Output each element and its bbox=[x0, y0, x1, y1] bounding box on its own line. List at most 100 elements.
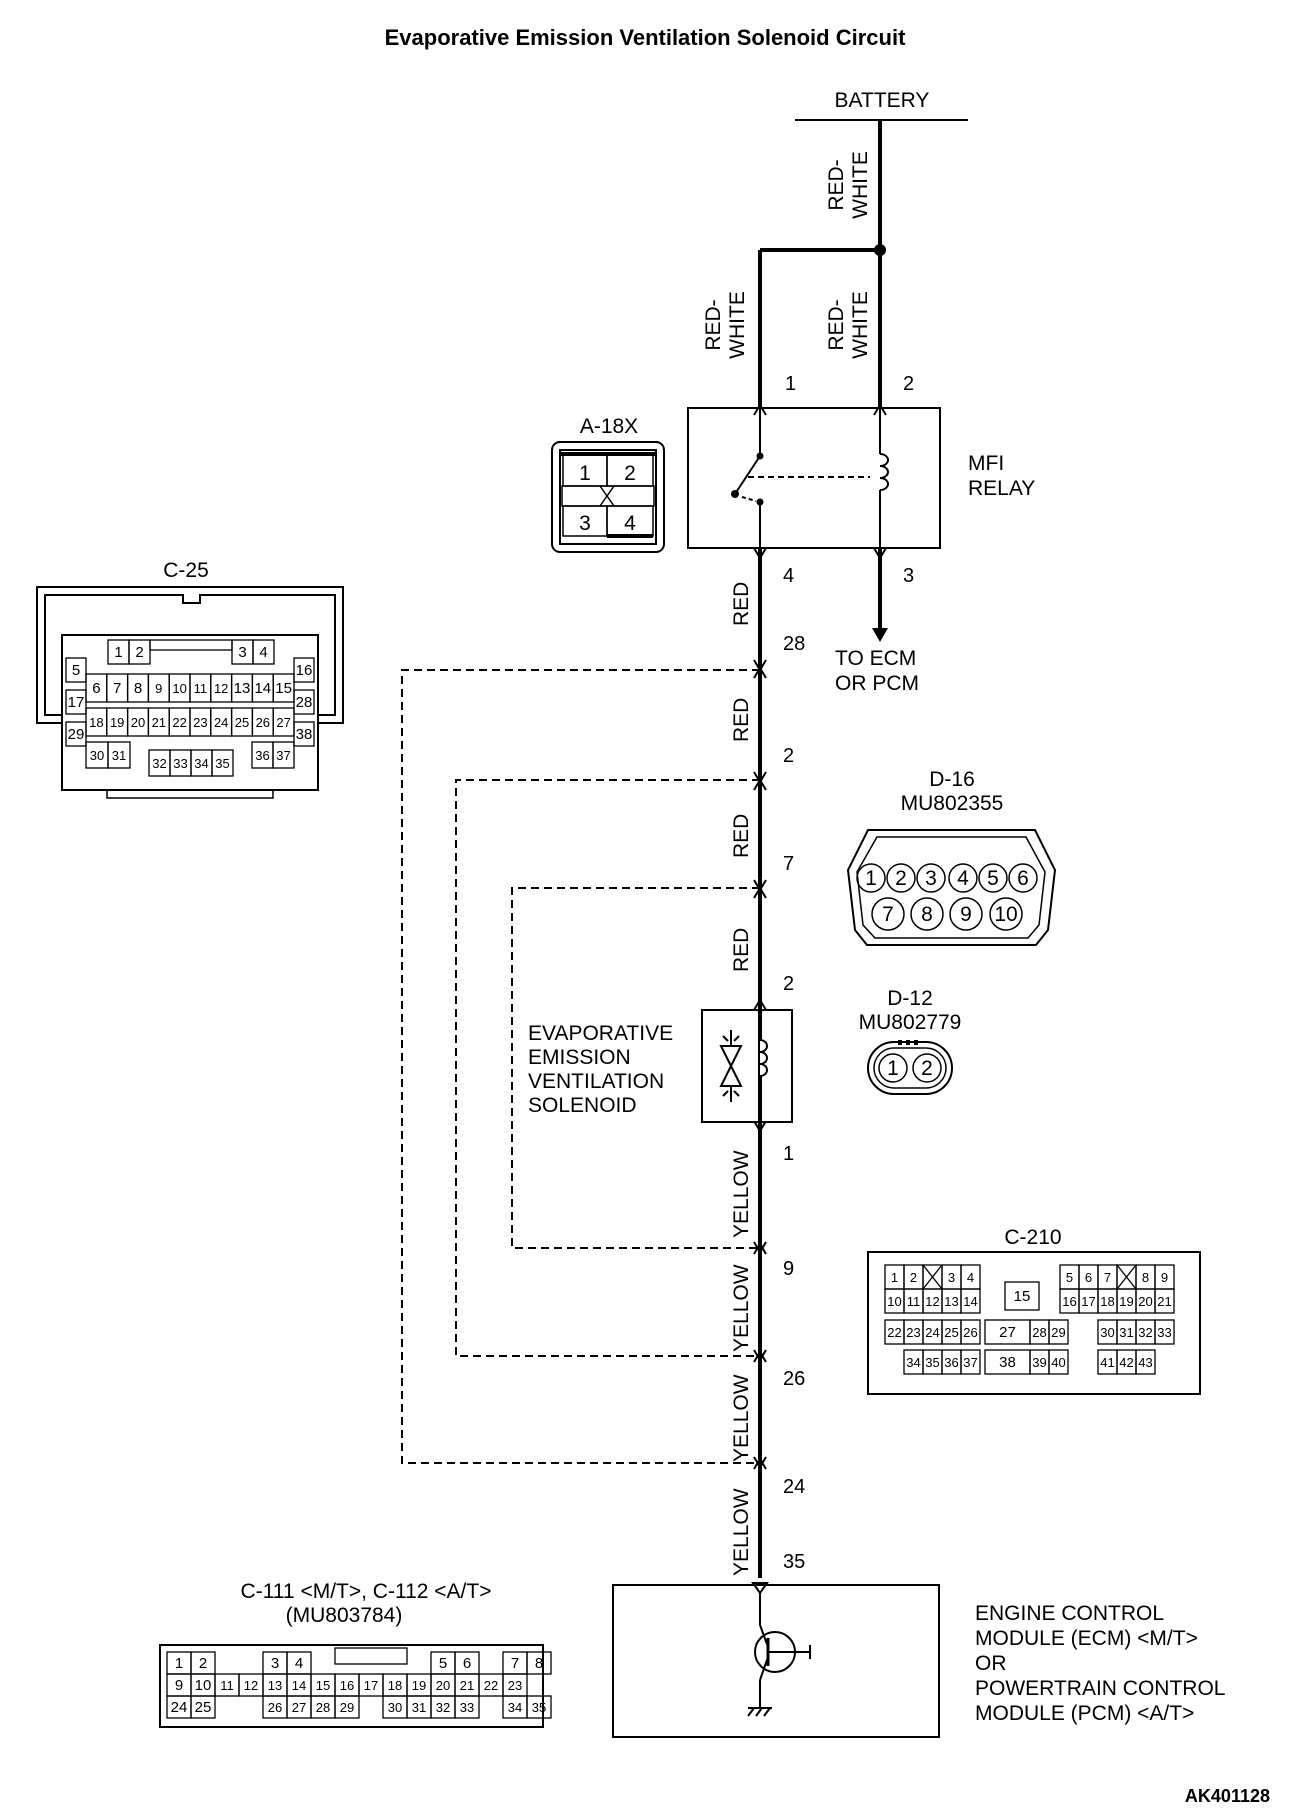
c25-pin-28: 28 bbox=[296, 694, 313, 711]
c210-pin-40-box bbox=[1048, 1349, 1069, 1375]
wire-label-red-white-1: RED- WHITE bbox=[825, 151, 872, 219]
c210-pin-3: 3 bbox=[948, 1270, 955, 1285]
c210-pin-5: 5 bbox=[1066, 1270, 1073, 1285]
c25-pin-7: 7 bbox=[113, 680, 121, 697]
c210-pin-16: 16 bbox=[1062, 1294, 1076, 1309]
c25-pin-37: 37 bbox=[276, 748, 290, 763]
c25-pin-22: 22 bbox=[172, 715, 186, 730]
c210-pin-33-box bbox=[1154, 1319, 1175, 1345]
solenoid-label-1: EVAPORATIVE bbox=[528, 1022, 673, 1045]
c210-pin-21-box bbox=[1154, 1288, 1175, 1314]
a18x-pin-3: 3 bbox=[579, 512, 591, 535]
c25-pin-38: 38 bbox=[296, 726, 313, 743]
c111-pin-12: 12 bbox=[244, 1678, 258, 1693]
d16-pin-8: 8 bbox=[921, 903, 933, 926]
c210-pin-42: 42 bbox=[1119, 1355, 1133, 1370]
d16-pin-5: 5 bbox=[987, 867, 999, 890]
c111-pin-34: 34 bbox=[508, 1700, 522, 1715]
c111-pin-9: 9 bbox=[175, 1677, 183, 1694]
wire-label-red-white-2: RED- WHITE bbox=[702, 291, 749, 359]
c25-pin-1: 1 bbox=[114, 644, 122, 661]
c111-pin-21: 21 bbox=[460, 1678, 474, 1693]
c111-pin-13: 13 bbox=[268, 1678, 282, 1693]
d12-part: MU802779 bbox=[859, 1011, 962, 1034]
c210-pin-39: 39 bbox=[1032, 1355, 1046, 1370]
c25-pin-19: 19 bbox=[110, 715, 124, 730]
c25-pin-10: 10 bbox=[172, 681, 186, 696]
trunk-pin-26: 26 bbox=[783, 1368, 805, 1390]
c210-pin-43: 43 bbox=[1138, 1355, 1152, 1370]
c210-pin-21: 21 bbox=[1157, 1294, 1171, 1309]
trunk-pin-7: 7 bbox=[783, 853, 794, 875]
trunk-pin-24: 24 bbox=[783, 1476, 805, 1498]
d12-label: D-12 bbox=[887, 987, 933, 1010]
d16-pin-9: 9 bbox=[960, 903, 972, 926]
c25-pin-12: 12 bbox=[214, 681, 228, 696]
module-label-3: OR bbox=[975, 1652, 1007, 1675]
c25-pin-18: 18 bbox=[89, 715, 103, 730]
wire-label-red-3: RED bbox=[730, 814, 753, 858]
module-label-1: ENGINE CONTROL bbox=[975, 1602, 1164, 1625]
splice-dot bbox=[874, 244, 886, 256]
svg-text:WHITE: WHITE bbox=[849, 291, 872, 359]
trunk-pin-2a: 2 bbox=[783, 745, 794, 767]
c25-pin-6: 6 bbox=[92, 680, 100, 697]
c25-pin-36: 36 bbox=[255, 748, 269, 763]
c210-pin-14: 14 bbox=[963, 1294, 977, 1309]
c210-pin-15-box bbox=[1004, 1281, 1040, 1311]
c25-pin-5-box bbox=[65, 657, 87, 683]
d16-pin-1: 1 bbox=[865, 867, 877, 890]
c210-pin-30: 30 bbox=[1100, 1325, 1114, 1340]
c210-pin-43-box bbox=[1135, 1349, 1156, 1375]
c25-pin-37-box bbox=[272, 741, 295, 769]
d16-pin-9-circle bbox=[949, 897, 983, 931]
d16-pin-7: 7 bbox=[882, 903, 894, 926]
c111-pin-2: 2 bbox=[199, 1655, 207, 1672]
c25-label: C-25 bbox=[163, 559, 209, 582]
c111-pin-31: 31 bbox=[412, 1700, 426, 1715]
c111-pin-35: 35 bbox=[532, 1700, 546, 1715]
c210-pin-29: 29 bbox=[1051, 1325, 1065, 1340]
c111-pin-27: 27 bbox=[292, 1700, 306, 1715]
a18x-pin-4: 4 bbox=[624, 512, 636, 535]
c25-pin-33: 33 bbox=[173, 756, 187, 771]
trunk-pin-1: 1 bbox=[783, 1143, 794, 1165]
c210-pin-9: 9 bbox=[1161, 1270, 1168, 1285]
c25-pin-24: 24 bbox=[214, 715, 228, 730]
c111-pin-3: 3 bbox=[271, 1655, 279, 1672]
relay-pin-1: 1 bbox=[785, 373, 796, 395]
diagram-title: Evaporative Emission Ventilation Solenoi… bbox=[385, 25, 906, 50]
c210-pin-26: 26 bbox=[963, 1325, 977, 1340]
c111-pin-8-box bbox=[526, 1651, 552, 1675]
wire-label-yellow-1: YELLOW bbox=[730, 1150, 753, 1238]
c210-pin-17: 17 bbox=[1081, 1294, 1095, 1309]
c210-pin-25: 25 bbox=[944, 1325, 958, 1340]
relay-name-1: MFI bbox=[968, 452, 1004, 475]
c25-pin-29: 29 bbox=[68, 726, 85, 743]
c25-pin-34: 34 bbox=[194, 756, 208, 771]
module-label-5: MODULE (PCM) <A/T> bbox=[975, 1702, 1194, 1725]
c111-pin-28: 28 bbox=[316, 1700, 330, 1715]
c111-pin-15: 15 bbox=[316, 1678, 330, 1693]
d12-pin-1: 1 bbox=[887, 1057, 899, 1080]
d16-pin-6-circle bbox=[1008, 863, 1038, 893]
c111-pin-5: 5 bbox=[439, 1655, 447, 1672]
c210-pin-6: 6 bbox=[1085, 1270, 1092, 1285]
c210-pin-19: 19 bbox=[1119, 1294, 1133, 1309]
to-ecm-wire: TO ECM OR PCM bbox=[835, 548, 919, 695]
relay-pin-4: 4 bbox=[783, 565, 794, 587]
c210-pin-23: 23 bbox=[906, 1325, 920, 1340]
c111-pin-6: 6 bbox=[463, 1655, 471, 1672]
c25-pin-3: 3 bbox=[238, 644, 246, 661]
c111-pin-30: 30 bbox=[388, 1700, 402, 1715]
svg-text:RED-: RED- bbox=[825, 159, 848, 210]
wire-label-red-2: RED bbox=[730, 698, 753, 742]
to-ecm-line-2: OR PCM bbox=[835, 672, 919, 695]
svg-text:RED-: RED- bbox=[825, 299, 848, 350]
c111-pin-35-box bbox=[526, 1695, 552, 1719]
c210-pin-13: 13 bbox=[944, 1294, 958, 1309]
c25-pin-15: 15 bbox=[275, 680, 292, 697]
